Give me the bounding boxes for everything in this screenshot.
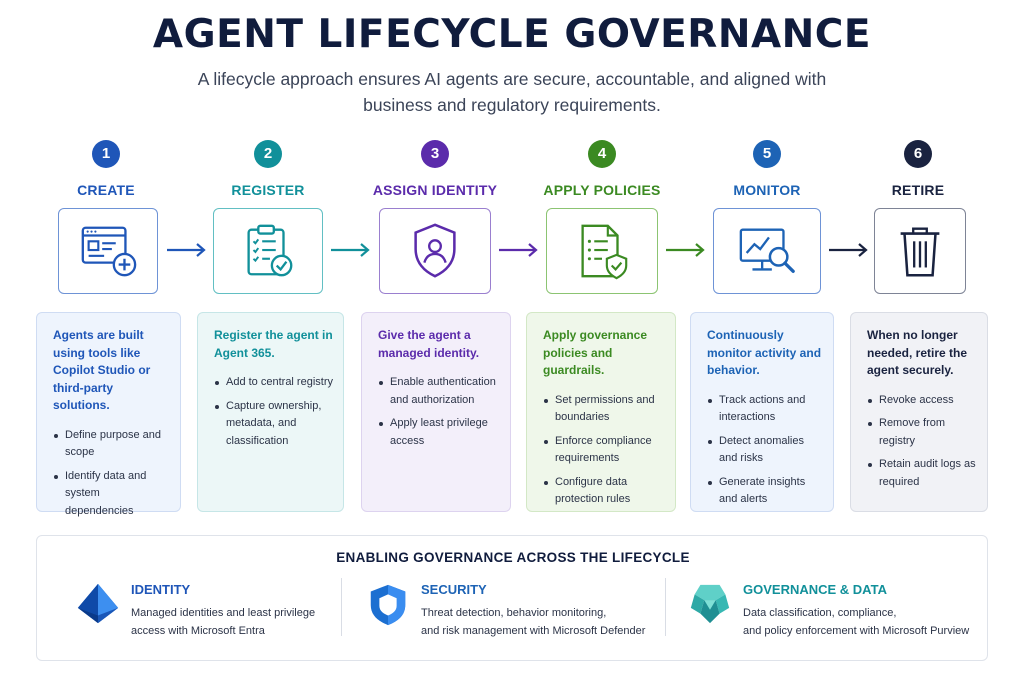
create-card: Agents are built using tools like Copilo… xyxy=(36,312,181,517)
stage-retire-header: 6 RETIRE xyxy=(833,140,1003,198)
card-lead: Agents are built using tools like Copilo… xyxy=(53,328,151,412)
bullet-item: Capture ownership, metadata, and classif… xyxy=(214,398,333,451)
bullet-item: Set permissions and boundaries xyxy=(543,392,665,427)
stage-create-header: 1 CREATE xyxy=(21,140,191,198)
stage-monitor-header: 5 MONITOR xyxy=(682,140,852,198)
stage-label: REGISTER xyxy=(231,182,305,198)
enabling-title: ENABLING GOVERNANCE ACROSS THE LIFECYCLE xyxy=(336,550,690,565)
clipboard-check-icon xyxy=(247,224,293,277)
bullet-item: Detect anomalies and risks xyxy=(707,433,823,468)
card-bullets: Set permissions and boundaries Enforce c… xyxy=(543,392,665,509)
bullet-item: Remove from registry xyxy=(867,415,977,450)
register-card: Register the agent in Agent 365. Add to … xyxy=(197,312,344,512)
retire-icon-box xyxy=(874,208,966,294)
policy-document-icon xyxy=(581,224,628,280)
arrow-right-icon xyxy=(167,243,206,257)
card-bullets: Define purpose and scope Identify data a… xyxy=(53,427,170,521)
trash-icon xyxy=(900,227,940,277)
bullet-item: Configure data protection rules xyxy=(543,474,665,509)
stage-label: RETIRE xyxy=(891,182,945,198)
stage-number-badge: 2 xyxy=(254,140,282,168)
pillar-title: SECURITY xyxy=(421,582,487,597)
stage-assign-identity-header: 3 ASSIGN IDENTITY xyxy=(350,140,520,198)
card-bullets: Enable authentication and authorization … xyxy=(378,374,500,450)
bullet-item: Add to central registry xyxy=(214,374,333,392)
bullet-item: Retain audit logs as required xyxy=(867,456,977,491)
card-bullets: Revoke access Remove from registry Retai… xyxy=(867,392,977,492)
pillar-security: SECURITY Threat detection, behavior moni… xyxy=(365,580,665,637)
pillar-identity: IDENTITY Managed identities and least pr… xyxy=(75,580,345,637)
arrow-right-icon xyxy=(331,243,370,257)
apply-policies-card: Apply governance policies and guardrails… xyxy=(526,312,676,512)
bullet-item: Revoke access xyxy=(867,392,977,410)
stage-number-badge: 6 xyxy=(904,140,932,168)
page-title: AGENT LIFECYCLE GOVERNANCE xyxy=(152,12,872,57)
monitor-card: Continuously monitor activity and behavi… xyxy=(690,312,834,512)
assign-identity-card: Give the agent a managed identity. Enabl… xyxy=(361,312,511,512)
pillar-title: GOVERNANCE & DATA xyxy=(743,582,887,597)
pillar-title: IDENTITY xyxy=(131,582,191,597)
pillar-text: Data classification, compliance, and pol… xyxy=(743,607,970,637)
bullet-item: Enforce compliance requirements xyxy=(543,433,665,468)
enabling-governance-panel: ENABLING GOVERNANCE ACROSS THE LIFECYCLE… xyxy=(36,535,988,661)
assign-identity-icon-box xyxy=(379,208,491,294)
pillar-text: Threat detection, behavior monitoring, a… xyxy=(421,607,646,637)
stage-label: ASSIGN IDENTITY xyxy=(372,182,498,198)
pillar-divider xyxy=(665,578,666,636)
bullet-item: Track actions and interactions xyxy=(707,392,823,427)
bullet-item: Enable authentication and authorization xyxy=(378,374,500,409)
bullet-item: Identify data and system dependencies xyxy=(53,468,170,521)
stage-label: CREATE xyxy=(77,182,135,198)
create-icon-box xyxy=(58,208,158,294)
arrow-right-icon xyxy=(666,243,705,257)
card-bullets: Add to central registry Capture ownershi… xyxy=(214,374,333,450)
stage-apply-policies-header: 4 APPLY POLICIES xyxy=(517,140,687,198)
entra-pyramid-icon xyxy=(77,583,119,624)
pillar-divider xyxy=(341,578,342,636)
stage-number-badge: 4 xyxy=(588,140,616,168)
stage-label: MONITOR xyxy=(733,182,801,198)
monitor-search-icon xyxy=(739,228,795,273)
bullet-item: Define purpose and scope xyxy=(53,427,170,462)
stage-number-badge: 1 xyxy=(92,140,120,168)
defender-shield-icon xyxy=(370,584,406,626)
register-icon-box xyxy=(213,208,323,294)
apply-policies-icon-box xyxy=(546,208,658,294)
retire-card: When no longer needed, retire the agent … xyxy=(850,312,988,512)
arrow-right-icon xyxy=(829,243,868,257)
stage-number-badge: 5 xyxy=(753,140,781,168)
stage-register-header: 2 REGISTER xyxy=(183,140,353,198)
card-lead: Apply governance policies and guardrails… xyxy=(543,328,648,377)
card-lead: Give the agent a managed identity. xyxy=(378,328,480,360)
bullet-item: Generate insights and alerts xyxy=(707,474,823,509)
purview-logo-icon xyxy=(690,584,730,624)
stage-label: APPLY POLICIES xyxy=(543,182,661,198)
pillar-governance-data: GOVERNANCE & DATA Data classification, c… xyxy=(687,580,977,637)
stage-number-badge: 3 xyxy=(421,140,449,168)
bullet-item: Apply least privilege access xyxy=(378,415,500,450)
card-lead: Register the agent in Agent 365. xyxy=(214,328,333,360)
card-bullets: Track actions and interactions Detect an… xyxy=(707,392,823,509)
shield-user-icon xyxy=(414,223,456,278)
pillar-text: Managed identities and least privilege a… xyxy=(131,607,316,637)
page-subtitle: A lifecycle approach ensures AI agents a… xyxy=(197,69,827,115)
window-add-icon xyxy=(81,226,137,277)
card-lead: When no longer needed, retire the agent … xyxy=(867,328,968,377)
monitor-icon-box xyxy=(713,208,821,294)
arrow-right-icon xyxy=(499,243,538,257)
card-lead: Continuously monitor activity and behavi… xyxy=(707,328,822,377)
